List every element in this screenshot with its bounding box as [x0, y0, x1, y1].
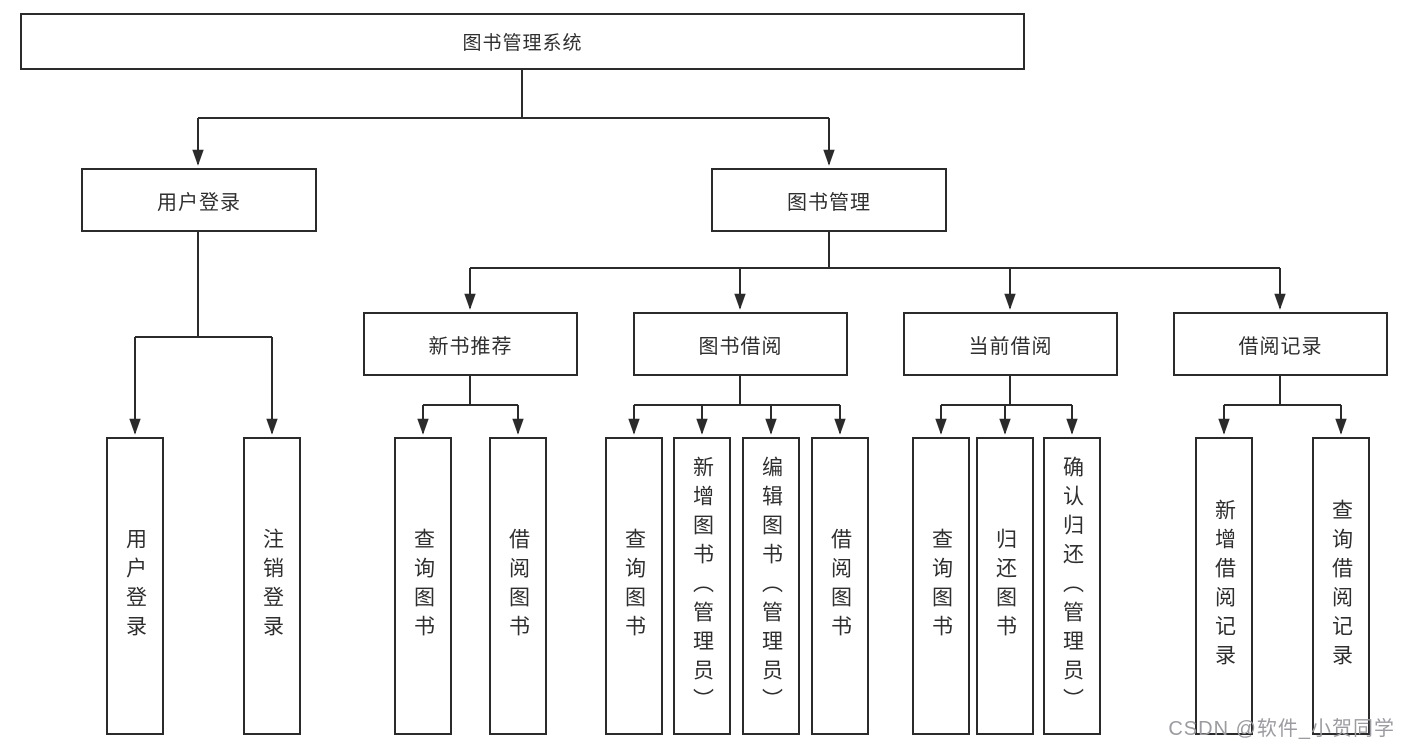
leaf-add-borrow-record-label: 新增借阅记录: [1212, 499, 1236, 673]
node-root-library-system: 图书管理系统: [20, 13, 1025, 70]
leaf-query-books-current: 查询图书: [912, 437, 970, 735]
leaf-confirm-return-admin: 确认归还（管理员）: [1043, 437, 1101, 735]
leaf-add-borrow-record: 新增借阅记录: [1195, 437, 1253, 735]
node-book-borrowing: 图书借阅: [633, 312, 848, 376]
leaf-logout-label: 注销登录: [260, 528, 284, 644]
leaf-user-login-label: 用户登录: [123, 528, 147, 644]
leaf-borrow-books-borrowing-label: 借阅图书: [828, 528, 852, 644]
leaf-add-books-admin: 新增图书（管理员）: [673, 437, 731, 735]
leaf-return-books-label: 归还图书: [993, 528, 1017, 644]
leaf-borrow-books-newbooks: 借阅图书: [489, 437, 547, 735]
leaf-borrow-books-newbooks-label: 借阅图书: [506, 528, 530, 644]
leaf-query-books-newbooks-label: 查询图书: [411, 528, 435, 644]
leaf-edit-books-admin-label: 编辑图书（管理员）: [759, 455, 783, 717]
leaf-query-books-newbooks: 查询图书: [394, 437, 452, 735]
leaf-return-books: 归还图书: [976, 437, 1034, 735]
leaf-query-books-current-label: 查询图书: [929, 528, 953, 644]
leaf-confirm-return-admin-label: 确认归还（管理员）: [1060, 455, 1084, 717]
node-new-book-recommend: 新书推荐: [363, 312, 578, 376]
leaf-borrow-books-borrowing: 借阅图书: [811, 437, 869, 735]
leaf-logout: 注销登录: [243, 437, 301, 735]
leaf-query-borrow-record: 查询借阅记录: [1312, 437, 1370, 735]
leaf-add-books-admin-label: 新增图书（管理员）: [690, 455, 714, 717]
node-book-management: 图书管理: [711, 168, 947, 232]
node-user-login: 用户登录: [81, 168, 317, 232]
leaf-query-books-borrowing-label: 查询图书: [622, 528, 646, 644]
leaf-query-borrow-record-label: 查询借阅记录: [1329, 499, 1353, 673]
node-borrowing-records: 借阅记录: [1173, 312, 1388, 376]
leaf-user-login: 用户登录: [106, 437, 164, 735]
node-current-borrowing: 当前借阅: [903, 312, 1118, 376]
csdn-watermark: CSDN @软件_小贺同学: [1168, 718, 1395, 740]
leaf-edit-books-admin: 编辑图书（管理员）: [742, 437, 800, 735]
leaf-query-books-borrowing: 查询图书: [605, 437, 663, 735]
